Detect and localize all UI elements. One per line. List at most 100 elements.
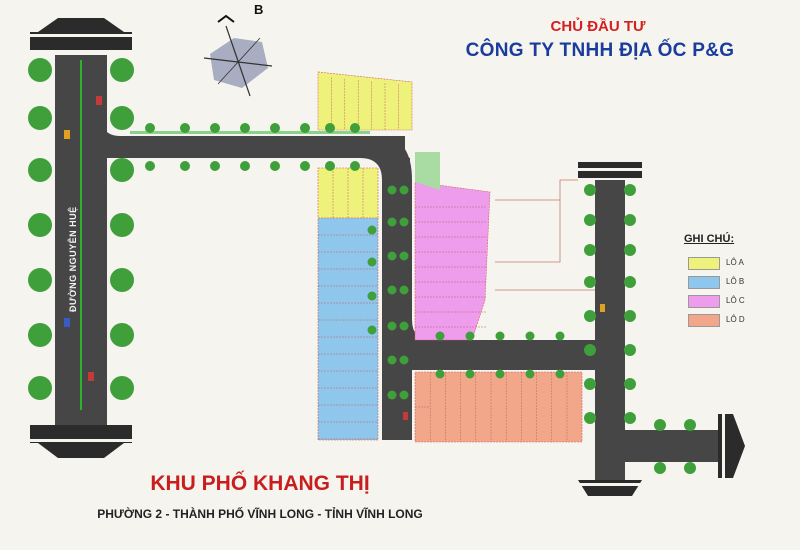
tree-icon — [180, 123, 190, 133]
tree-icon — [525, 369, 535, 379]
tree-markers — [28, 58, 696, 474]
tree-icon — [684, 419, 696, 431]
main-road-name: ĐƯỜNG NGUYỄN HUỆ — [68, 206, 78, 312]
tree-icon — [465, 369, 475, 379]
tree-icon — [28, 106, 52, 130]
tree-icon — [325, 161, 335, 171]
tree-icon — [28, 158, 52, 182]
tree-icon — [387, 285, 397, 295]
tree-icon — [584, 412, 596, 424]
tree-icon — [367, 257, 377, 267]
compass-icon — [203, 14, 273, 97]
lot-group-a-top — [317, 71, 413, 131]
tree-icon — [110, 58, 134, 82]
car-icon — [64, 318, 70, 327]
tree-icon — [555, 331, 565, 341]
tree-icon — [684, 462, 696, 474]
tree-icon — [240, 123, 250, 133]
tree-icon — [584, 310, 596, 322]
car-icon — [64, 130, 70, 139]
south-road-bottom-band — [578, 483, 642, 486]
tree-icon — [28, 376, 52, 400]
area-title: KHU PHỐ KHANG THỊ — [150, 472, 370, 495]
east-road-top-band — [578, 168, 642, 171]
legend-label: LÔ B — [726, 277, 745, 286]
tree-icon — [240, 161, 250, 171]
tree-icon — [387, 321, 397, 331]
tree-icon — [110, 106, 134, 130]
tree-icon — [399, 390, 409, 400]
south-road-bottom-arrow — [578, 480, 642, 496]
investor-company: CÔNG TY TNHH ĐỊA ỐC P&G — [465, 40, 735, 61]
legend-item-lot-b: LÔ B — [688, 275, 768, 289]
main-road-bottom-band — [30, 439, 132, 442]
legend-label: LÔ A — [726, 258, 744, 267]
tree-icon — [325, 123, 335, 133]
main-road-top-arrowhead — [38, 18, 124, 32]
tree-icon — [387, 355, 397, 365]
tree-icon — [584, 214, 596, 226]
tree-icon — [399, 355, 409, 365]
tree-icon — [387, 217, 397, 227]
tree-icon — [270, 123, 280, 133]
tree-icon — [584, 244, 596, 256]
tree-icon — [584, 184, 596, 196]
lot-a-top-block — [317, 71, 413, 131]
tree-icon — [624, 184, 636, 196]
tree-icon — [367, 325, 377, 335]
tree-icon — [624, 412, 636, 424]
tree-icon — [350, 161, 360, 171]
tree-icon — [110, 268, 134, 292]
southeast-road — [610, 430, 720, 462]
tree-icon — [387, 251, 397, 261]
investor-label: CHỦ ĐẦU TƯ — [550, 18, 646, 35]
tree-icon — [399, 285, 409, 295]
tree-icon — [210, 123, 220, 133]
tree-icon — [367, 225, 377, 235]
tree-icon — [28, 268, 52, 292]
car-icon — [96, 96, 102, 105]
park-area — [415, 152, 440, 190]
legend-swatch — [688, 314, 720, 327]
tree-icon — [624, 310, 636, 322]
legend-item-lot-d: LÔ D — [688, 313, 768, 327]
car-icon — [600, 304, 605, 312]
main-road-bottom-arrowhead — [38, 443, 124, 458]
tree-icon — [180, 161, 190, 171]
tree-icon — [145, 161, 155, 171]
tree-icon — [300, 161, 310, 171]
connector-road-green-edge — [130, 131, 370, 134]
tree-icon — [28, 323, 52, 347]
car-icon — [403, 412, 408, 420]
east-road — [382, 340, 607, 370]
tree-icon — [210, 161, 220, 171]
legend-title: GHI CHÚ: — [684, 233, 735, 245]
car-icon — [88, 372, 94, 381]
tree-icon — [495, 331, 505, 341]
tree-icon — [555, 369, 565, 379]
tree-icon — [495, 369, 505, 379]
tree-icon — [145, 123, 155, 133]
tree-icon — [387, 185, 397, 195]
tree-icon — [624, 244, 636, 256]
tree-icon — [110, 376, 134, 400]
tree-icon — [435, 331, 445, 341]
lot-c-block — [414, 181, 491, 341]
tree-icon — [654, 462, 666, 474]
legend-label: LÔ D — [726, 315, 745, 324]
legend-swatch — [688, 295, 720, 308]
main-road-bottom-arrow — [30, 425, 132, 443]
tree-icon — [367, 291, 377, 301]
legend-item-lot-a: LÔ A — [688, 256, 768, 270]
connector-road-corner — [105, 130, 120, 136]
compass-north-label: B — [254, 2, 264, 17]
tree-icon — [624, 378, 636, 390]
main-road-top-band — [30, 34, 132, 37]
tree-icon — [399, 251, 409, 261]
tree-icon — [270, 161, 280, 171]
legend-item-lot-c: LÔ C — [688, 294, 768, 308]
legend-swatch — [688, 276, 720, 289]
tree-icon — [435, 369, 445, 379]
